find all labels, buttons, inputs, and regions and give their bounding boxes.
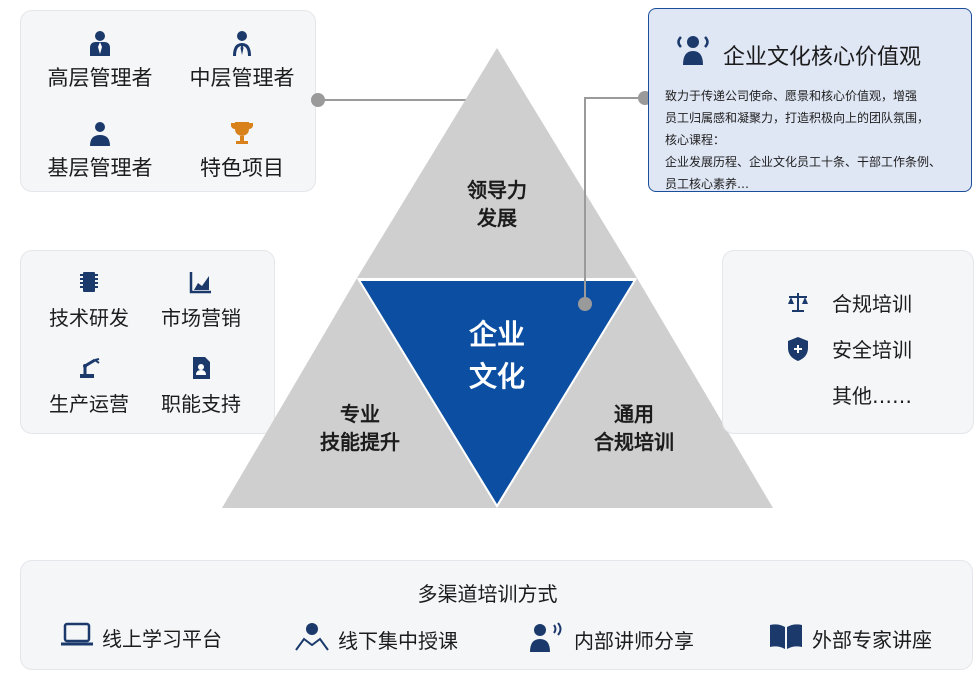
- culture-description: 致力于传递公司使命、愿景和核心价值观，增强 员工归属感和凝聚力，打造积极向上的团…: [665, 85, 965, 195]
- training-channels-card: [20, 560, 973, 670]
- culture-line: 员工归属感和凝聚力，打造积极向上的团队氛围，: [665, 111, 930, 125]
- person-outline-icon: [294, 622, 330, 657]
- other-label: 其他……: [832, 384, 912, 408]
- production-item: 生产运营: [34, 356, 144, 417]
- marketing-label: 市场营销: [161, 306, 241, 330]
- connector-dot-left: [311, 93, 325, 107]
- junior-manager-item: 基层管理者: [38, 120, 162, 182]
- compliance-label: 通用 合规培训: [574, 400, 694, 456]
- junior-manager-label: 基层管理者: [47, 156, 153, 180]
- triangle-right: [497, 278, 773, 508]
- trophy-icon: [180, 120, 304, 146]
- connector-line-right: [584, 97, 648, 304]
- senior-management-card: [20, 10, 316, 192]
- skills-line-2: 技能提升: [320, 430, 400, 454]
- chip-icon: [34, 270, 144, 296]
- book-icon: [768, 622, 804, 655]
- leadership-label: 领导力 发展: [437, 176, 557, 232]
- culture-line: 员工核心素养…: [665, 177, 750, 191]
- channel-internal: 内部讲师分享: [528, 622, 694, 657]
- channel-external-label: 外部专家讲座: [812, 628, 932, 652]
- audience-icon: [675, 33, 711, 69]
- document-person-icon: [146, 356, 256, 382]
- senior-manager-item: 高层管理者: [38, 30, 162, 92]
- culture-line: 企业发展历程、企业文化员工十条、干部工作条例、: [665, 155, 942, 169]
- skills-line-1: 专业: [340, 402, 380, 426]
- support-item: 职能支持: [146, 356, 256, 417]
- manager-tie-icon: [180, 30, 304, 56]
- culture-center-line-1: 企业: [468, 318, 525, 351]
- training-channels-title: 多渠道培训方式: [417, 582, 558, 606]
- connector-dot-right-bottom: [578, 297, 592, 311]
- compliance-line-2: 合规培训: [594, 430, 674, 454]
- compliance-card: [722, 250, 974, 434]
- culture-center-line-2: 文化: [468, 360, 525, 393]
- robot-arm-icon: [34, 356, 144, 382]
- senior-manager-label: 高层管理者: [47, 66, 153, 90]
- compliance-training-label: 合规培训: [832, 292, 912, 316]
- safety-training-label: 安全培训: [832, 338, 912, 362]
- speaker-icon: [528, 622, 566, 657]
- triangle-center: [357, 279, 637, 508]
- culture-center-label: 企业 文化: [437, 314, 557, 398]
- tech-rd-item: 技术研发: [34, 270, 144, 331]
- channel-internal-label: 内部讲师分享: [574, 629, 694, 653]
- culture-values-card: 企业文化核心价值观 致力于传递公司使命、愿景和核心价值观，增强 员工归属感和凝聚…: [648, 8, 972, 192]
- channel-online-label: 线上学习平台: [102, 627, 222, 651]
- leadership-line-1: 领导力: [467, 178, 527, 202]
- featured-project-label: 特色项目: [200, 156, 284, 180]
- culture-title: 企业文化核心价值观: [723, 45, 922, 70]
- channel-offline: 线下集中授课: [294, 622, 458, 657]
- support-label: 职能支持: [161, 392, 241, 416]
- marketing-item: 市场营销: [146, 270, 256, 331]
- channel-external: 外部专家讲座: [768, 622, 932, 655]
- featured-project-item: 特色项目: [180, 120, 304, 182]
- channel-online: 线上学习平台: [60, 622, 222, 653]
- culture-line: 致力于传递公司使命、愿景和核心价值观，增强: [665, 89, 918, 103]
- tech-rd-label: 技术研发: [49, 306, 129, 330]
- skills-label: 专业 技能提升: [300, 400, 420, 456]
- middle-manager-item: 中层管理者: [180, 30, 304, 92]
- triangle-top: [357, 48, 637, 278]
- management-team-icon: [38, 30, 162, 56]
- leadership-line-2: 发展: [477, 206, 517, 230]
- culture-line: 核心课程：: [665, 133, 726, 147]
- middle-manager-label: 中层管理者: [189, 66, 295, 90]
- person-icon: [38, 120, 162, 146]
- professional-skills-card: [20, 250, 275, 434]
- production-label: 生产运营: [49, 392, 129, 416]
- compliance-line-1: 通用: [614, 402, 654, 426]
- chart-icon: [146, 270, 256, 296]
- scale-icon: [786, 290, 810, 319]
- laptop-icon: [60, 622, 94, 653]
- channel-offline-label: 线下集中授课: [338, 629, 458, 653]
- triangle-left: [222, 278, 497, 508]
- shield-plus-icon: [786, 336, 810, 367]
